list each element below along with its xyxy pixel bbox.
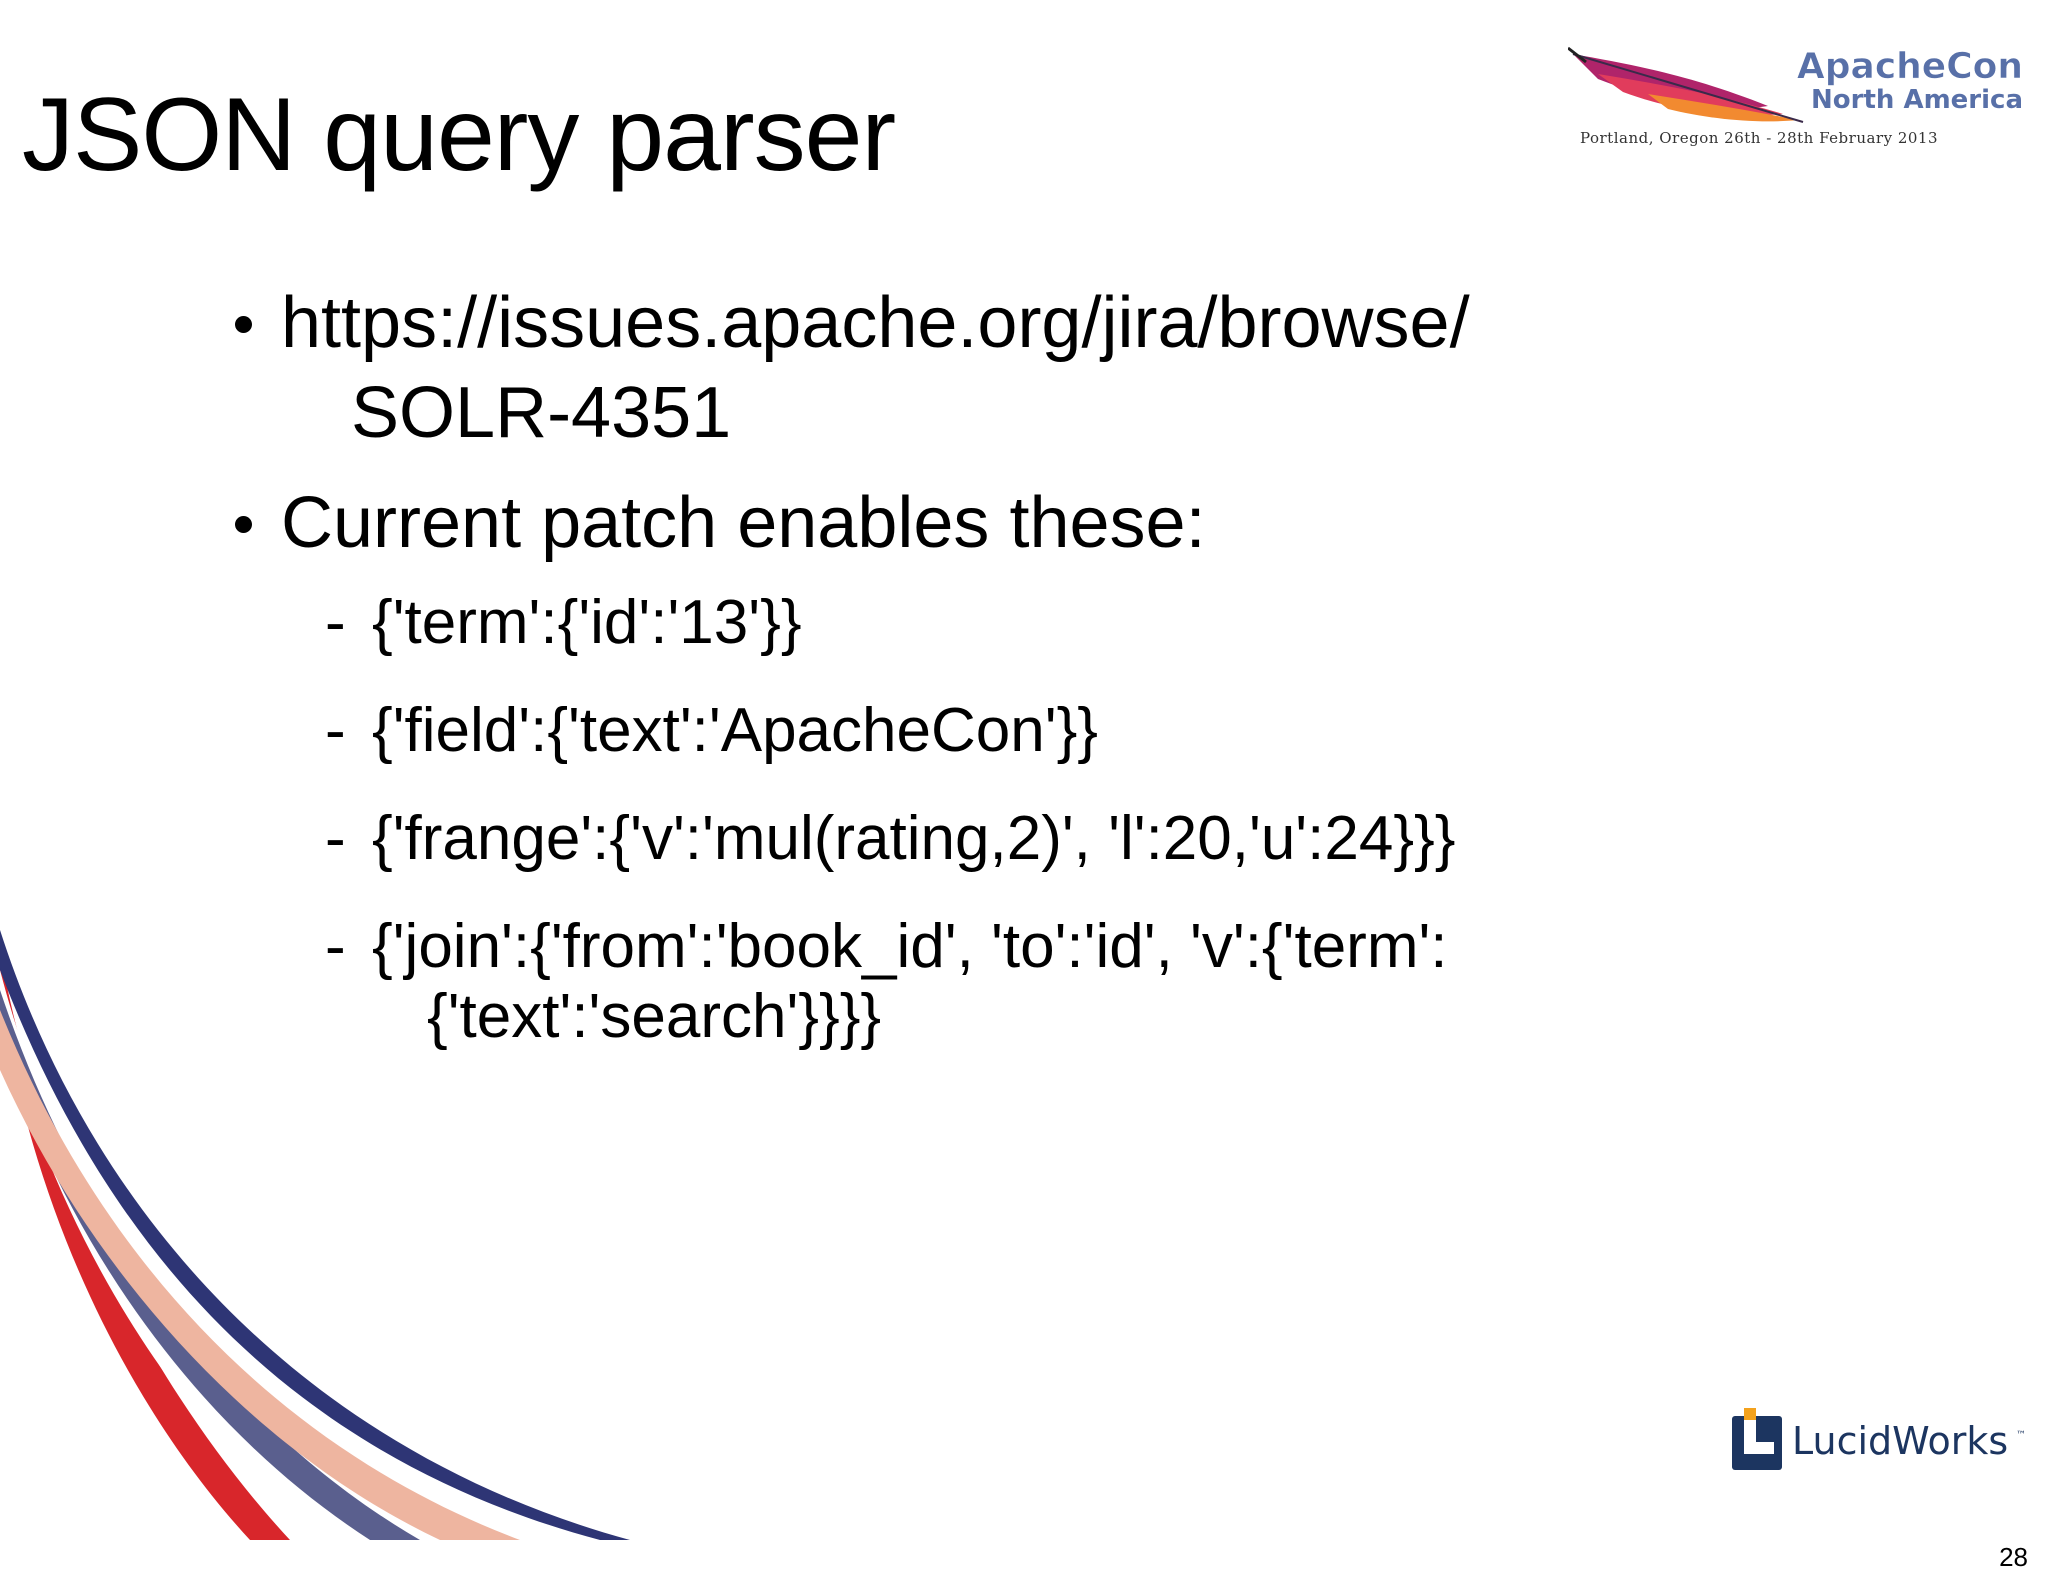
- lucidworks-logo: LucidWorks ™: [1732, 1408, 2026, 1470]
- bullet-item: Current patch enables these:: [235, 478, 1755, 568]
- sub-bullet-text: {'field':{'text':'ApacheCon'}}: [372, 696, 1098, 765]
- north-america-wordmark: North America: [1811, 85, 2023, 115]
- lucidworks-mark-icon: [1732, 1408, 1782, 1470]
- bullet-text: https://issues.apache.org/jira/browse/: [281, 283, 1470, 363]
- lucidworks-wordmark: LucidWorks: [1792, 1419, 2008, 1463]
- dash-icon: -: [325, 588, 346, 657]
- apachecon-logo: ApacheCon North America: [1568, 46, 2023, 123]
- apachecon-wordmark: ApacheCon: [1797, 46, 2023, 87]
- decorative-swoosh: [0, 930, 630, 1540]
- bullet-text: Current patch enables these:: [281, 483, 1206, 563]
- bullet-dot-icon: [235, 316, 252, 333]
- sub-bullet-item: - {'join':{'from':'book_id', 'to':'id', …: [325, 912, 1755, 1052]
- feather-icon: [1568, 46, 1804, 123]
- sub-bullet-text: {'frange':{'v':'mul(rating,2)', 'l':20,'…: [372, 804, 1456, 873]
- sub-bullet-item: - {'field':{'text':'ApacheCon'}}: [325, 696, 1755, 766]
- page-number: 28: [1999, 1542, 2028, 1572]
- dash-icon: -: [325, 696, 346, 765]
- dash-icon: -: [325, 912, 346, 981]
- sub-bullet-item: - {'term':{'id':'13'}}: [325, 588, 1755, 658]
- dash-icon: -: [325, 804, 346, 873]
- sub-bullet-item: - {'frange':{'v':'mul(rating,2)', 'l':20…: [325, 804, 1755, 874]
- sub-bullet-list: - {'term':{'id':'13'}} - {'field':{'text…: [235, 588, 1755, 1052]
- bullet-list: https://issues.apache.org/jira/browse/ S…: [235, 278, 1755, 1090]
- sub-bullet-text: {'term':{'id':'13'}}: [372, 588, 802, 657]
- apachecon-tagline: Portland, Oregon 26th - 28th February 20…: [1580, 129, 1939, 147]
- sub-bullet-text-continuation: {'text':'search'}}}}: [427, 982, 882, 1051]
- bullet-dot-icon: [235, 516, 252, 533]
- bullet-item: https://issues.apache.org/jira/browse/ S…: [235, 278, 1755, 458]
- sub-bullet-text: {'join':{'from':'book_id', 'to':'id', 'v…: [372, 912, 1448, 981]
- slide-title: JSON query parser: [22, 77, 896, 193]
- trademark-symbol: ™: [2016, 1430, 2026, 1441]
- bullet-text-continuation: SOLR-4351: [351, 373, 732, 453]
